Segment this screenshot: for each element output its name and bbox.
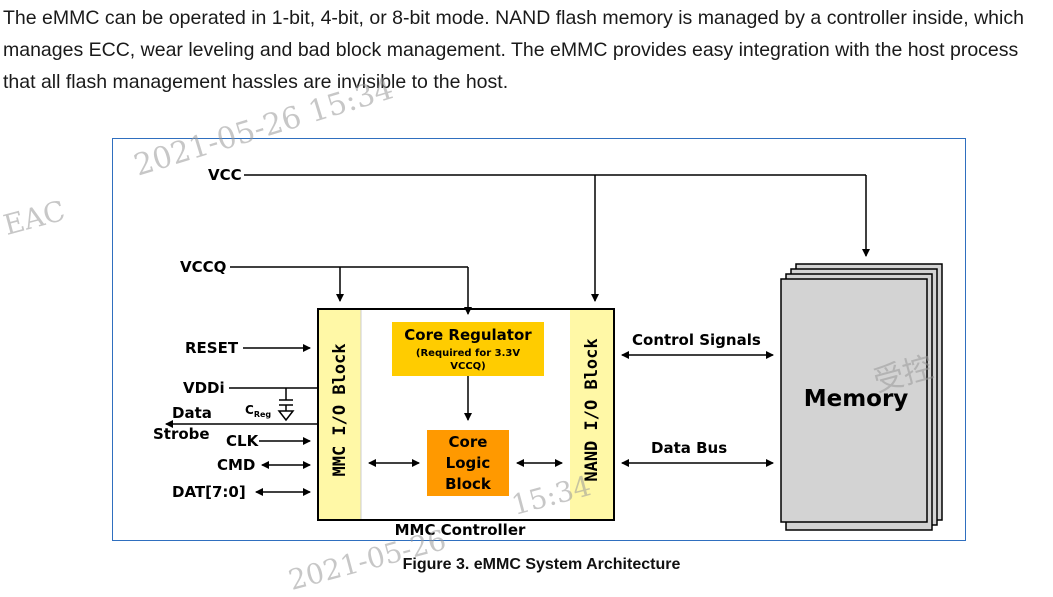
clk-label: CLK — [226, 432, 260, 450]
ground-icon — [277, 410, 295, 422]
core-logic-label-2: Logic — [446, 454, 491, 472]
emmc-architecture-diagram: MMC I/O Block NAND I/O Block Core Regula… — [153, 166, 943, 539]
figure-caption: Figure 3. eMMC System Architecture — [402, 556, 681, 573]
data-strobe-label-2: Strobe — [153, 425, 210, 443]
mmc-io-block — [318, 309, 361, 520]
dat-label: DAT[7:0] — [172, 483, 246, 501]
mmc-io-block-label: MMC I/O Block — [330, 343, 350, 476]
vddi-label: VDDi — [183, 379, 225, 397]
core-regulator-note-1: (Required for 3.3V — [416, 348, 520, 359]
nand-io-block-label: NAND I/O Block — [582, 338, 602, 481]
intro-paragraph: The eMMC can be operated in 1-bit, 4-bit… — [3, 7, 1024, 93]
nand-io-block — [570, 309, 614, 520]
core-regulator-note-2: VCCQ) — [450, 361, 486, 372]
creg-label: CReg — [245, 403, 271, 419]
memory-block — [780, 278, 928, 523]
memory-label: Memory — [804, 386, 909, 412]
core-logic-label-1: Core — [449, 433, 488, 451]
reset-label: RESET — [185, 339, 239, 357]
vcc-label: VCC — [208, 166, 242, 184]
core-regulator-label: Core Regulator — [404, 326, 532, 344]
core-logic-label-3: Block — [445, 475, 492, 493]
figure-frame — [112, 138, 966, 541]
core-logic-block — [427, 430, 509, 496]
control-signals-label: Control Signals — [632, 331, 761, 349]
core-regulator-block — [392, 322, 544, 376]
data-strobe-label-1: Data — [172, 404, 212, 422]
data-bus-label: Data Bus — [651, 439, 727, 457]
vccq-label: VCCQ — [180, 258, 226, 276]
cmd-label: CMD — [217, 456, 255, 474]
mmc-controller-label: MMC Controller — [395, 521, 526, 539]
